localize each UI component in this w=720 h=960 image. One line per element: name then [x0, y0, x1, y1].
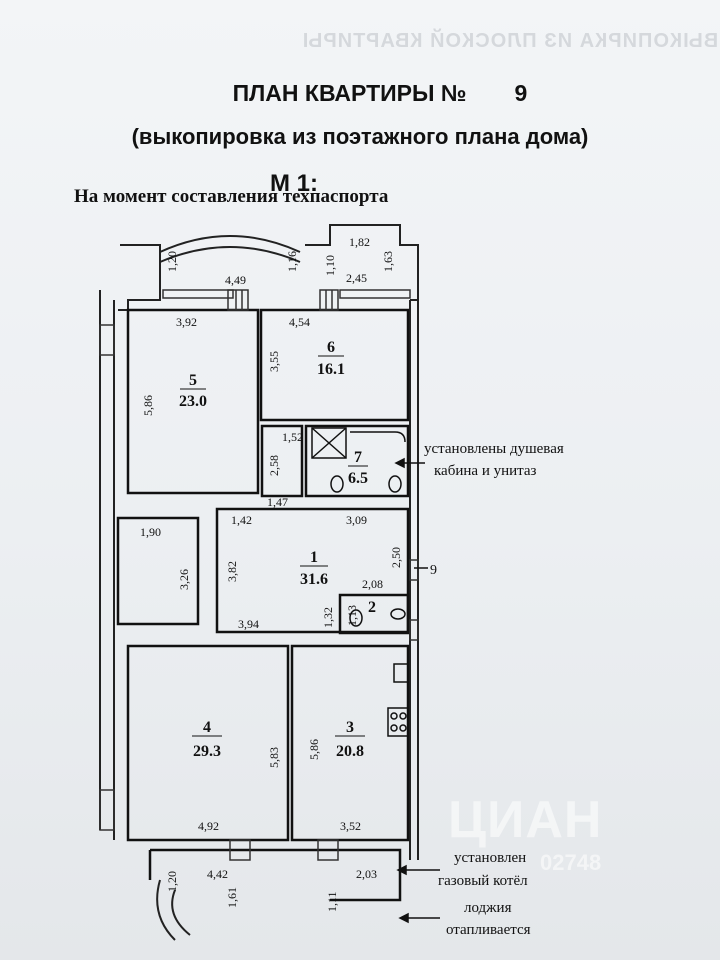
dim-label: 3,92 — [176, 315, 197, 329]
dim-label: 5,86 — [141, 395, 155, 416]
dim-label: 1,20 — [165, 871, 179, 892]
outer-wall-left — [99, 290, 115, 840]
toilet-icon — [349, 609, 363, 627]
dim-label: 4,42 — [207, 867, 228, 881]
dim-label: 3,55 — [267, 351, 281, 372]
room-2-number: 2 — [368, 599, 376, 616]
room-7-outline — [304, 424, 410, 498]
dim-label: 3,26 — [177, 569, 191, 590]
outer-wall-top-right — [305, 224, 419, 301]
storage-outline — [116, 516, 200, 626]
dim-label: 3,52 — [340, 819, 361, 833]
boiler-note-line-1: установлен — [454, 850, 527, 866]
dim-label: 1,82 — [349, 235, 370, 249]
room-5-number: 5 — [189, 372, 197, 389]
balcony-arc-bottom — [156, 879, 176, 941]
cian-watermark-code: 02748 — [540, 850, 602, 875]
dim-label: 4,54 — [289, 315, 310, 329]
plan-title: ПЛАН КВАРТИРЫ № 9 — [0, 80, 720, 107]
shower-cabin-icon — [311, 427, 347, 459]
dim-label: 4,49 — [225, 273, 246, 287]
room-1-outline — [215, 507, 410, 634]
dim-label: 1,63 — [381, 251, 395, 272]
dim-label: 1,47 — [267, 495, 288, 509]
toilet-icon — [330, 475, 344, 493]
room-3-number: 3 — [346, 719, 354, 736]
room-6-area: 16.1 — [317, 361, 345, 378]
room-5-area: 23.0 — [179, 393, 207, 410]
dim-label: 9 — [430, 563, 437, 578]
dim-label: 1,32 — [321, 607, 335, 628]
dim-label: 1,16 — [285, 251, 299, 272]
room-3-area: 20.8 — [336, 743, 364, 760]
dim-label: 1,52 — [282, 430, 303, 444]
room-6-number: 6 — [327, 339, 335, 356]
dim-label: 1,10 — [323, 255, 337, 276]
loggia-note-line-2: отапливается — [446, 922, 531, 938]
room-4-area: 29.3 — [193, 743, 221, 760]
bathtub-icon — [350, 431, 406, 443]
sink-icon — [388, 475, 402, 493]
moment-caption: На момент составления техпаспорта — [74, 186, 389, 207]
window — [227, 289, 249, 311]
dim-label: 1,20 — [165, 251, 179, 272]
room-4-outline — [126, 644, 290, 842]
room-4-number: 4 — [203, 719, 211, 736]
window — [409, 559, 419, 581]
dim-label: 1,11 — [325, 891, 339, 912]
dim-label: 4,92 — [198, 819, 219, 833]
window — [317, 839, 339, 861]
window — [99, 324, 115, 356]
dim-label: 1,13 — [345, 605, 359, 626]
dim-label: 5,86 — [307, 739, 321, 760]
dim-label: 2,50 — [389, 547, 403, 568]
window — [229, 839, 251, 861]
room-3-outline — [290, 644, 410, 842]
dim-label: 2,58 — [267, 455, 281, 476]
dim-label: 2,45 — [346, 271, 367, 285]
scale-label: М 1: — [270, 170, 318, 197]
room-1-number: 1 — [310, 549, 318, 566]
window — [99, 789, 115, 831]
dim-label: 5,83 — [267, 747, 281, 768]
dim-label: 3,94 — [238, 617, 259, 631]
loggia-outline — [148, 848, 402, 902]
stove-icon — [387, 707, 409, 737]
plan-title-prefix: ПЛАН КВАРТИРЫ № — [232, 80, 467, 106]
room-1-area: 31.6 — [300, 571, 328, 588]
dim-label: 3,09 — [346, 513, 367, 527]
boiler-note-line-2: газовый котёл — [438, 873, 528, 889]
outer-wall-top-left — [118, 244, 161, 311]
dim-label: 1,90 — [140, 525, 161, 539]
shower-note-line-1: установлены душевая — [424, 441, 564, 457]
room-2-outline — [338, 593, 410, 635]
room-7-area: 6.5 — [348, 470, 368, 487]
plan-subtitle: (выкопировка из поэтажного плана дома) — [131, 124, 589, 149]
dim-label: 1,61 — [225, 887, 239, 908]
window — [319, 289, 339, 311]
sink-icon — [390, 608, 406, 620]
shower-note-line-2: кабина и унитаз — [434, 463, 537, 479]
dim-label: 1,42 — [231, 513, 252, 527]
loggia-note-line-1: лоджия — [464, 900, 512, 916]
dim-label: 2,03 — [356, 867, 377, 881]
balcony-arc-top — [159, 235, 301, 253]
room-7-number: 7 — [354, 449, 362, 466]
corridor-upper-outline — [260, 424, 304, 498]
room-5-outline — [126, 308, 260, 495]
dim-label: 3,82 — [225, 561, 239, 582]
apartment-number: 9 — [514, 80, 528, 106]
kitchen-sink-icon — [393, 663, 409, 683]
cian-watermark: ЦИАН — [448, 791, 603, 849]
dim-label: 2,08 — [362, 577, 383, 591]
window — [409, 619, 419, 641]
